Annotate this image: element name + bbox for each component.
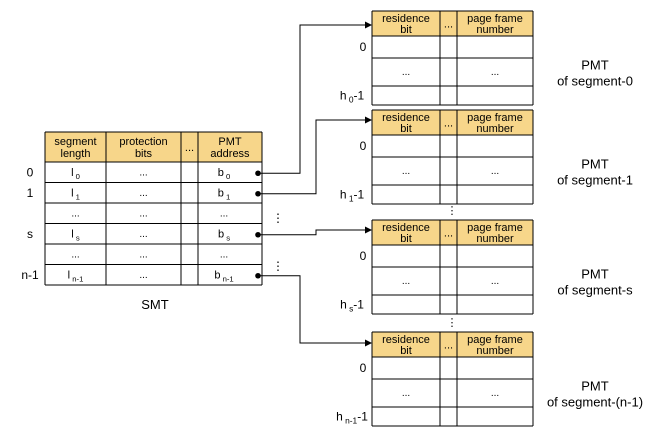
- pmt-header-fill: [372, 332, 533, 357]
- pmt-first-row-label: 0: [360, 139, 367, 153]
- smt-cell: ...: [139, 229, 147, 240]
- smt-cell: b n-1: [214, 270, 233, 284]
- smt-gap-mark: ⋮: [272, 259, 284, 273]
- smt-cell: b s: [218, 229, 230, 243]
- pmt-header-cell: ...: [444, 18, 453, 30]
- smt-cell: l 1: [71, 188, 80, 202]
- smt-header-fill: [45, 132, 262, 162]
- smt-cell: ...: [220, 249, 228, 260]
- pmt-header-cell: ...: [444, 117, 453, 129]
- pmt-first-row-label: 0: [360, 361, 367, 375]
- smt-row-label: 1: [27, 186, 34, 200]
- smt-cell: l n-1: [68, 270, 84, 284]
- pointer-arrow: [258, 226, 372, 236]
- pmt-cell: ...: [491, 67, 499, 78]
- smt-cell: ...: [220, 208, 228, 219]
- pmt-header-fill: [372, 11, 533, 36]
- smt-caption: SMT: [141, 297, 169, 312]
- smt-cell: ...: [139, 208, 147, 219]
- smt-cell: b 1: [218, 188, 231, 202]
- smt-row-label: 0: [27, 165, 34, 179]
- pointer-arrow: [258, 21, 372, 174]
- pmt-cell: ...: [491, 166, 499, 177]
- smt-cell: ...: [139, 249, 147, 260]
- pmt-last-row-label: h 0-1: [340, 89, 365, 105]
- smt-gap-mark: ⋮: [272, 211, 284, 225]
- pmt-cell: ...: [402, 388, 410, 399]
- smt-row-label: n-1: [21, 268, 39, 282]
- smt-cell: ...: [71, 208, 79, 219]
- pmt-cell: ...: [491, 276, 499, 287]
- smt-cell: ...: [139, 188, 147, 199]
- pmt-header-fill: [372, 110, 533, 135]
- pmt-header-cell: ...: [444, 227, 453, 239]
- pmt-header-fill: [372, 220, 533, 245]
- pmt-last-row-label: h s-1: [340, 298, 364, 314]
- pmt-between-mark: ⋮: [447, 317, 458, 329]
- smt-cell: l 0: [71, 167, 80, 181]
- smt-cell: ...: [71, 249, 79, 260]
- smt-header-cell: ...: [185, 142, 194, 154]
- pmt-header-cell: ...: [444, 339, 453, 351]
- pmt-cell: ...: [402, 67, 410, 78]
- pmt-cell: ...: [402, 166, 410, 177]
- smt-cell: l s: [71, 229, 80, 243]
- pmt-first-row-label: 0: [360, 249, 367, 263]
- pmt-last-row-label: h n-1-1: [336, 410, 368, 426]
- pmt-cell: ...: [402, 276, 410, 287]
- smt-cell: ...: [139, 167, 147, 178]
- pmt-last-row-label: h 1-1: [340, 188, 365, 204]
- pointer-arrow: [258, 275, 372, 347]
- pmt-cell: ...: [491, 388, 499, 399]
- pointer-arrows: [255, 21, 372, 347]
- smt-cell: b 0: [218, 167, 231, 181]
- smt-row-label: s: [27, 227, 33, 241]
- pmt-first-row-label: 0: [360, 40, 367, 54]
- pointer-arrow: [258, 116, 372, 195]
- smt-cell: ...: [139, 270, 147, 281]
- pmt-between-mark: ⋮: [447, 205, 458, 217]
